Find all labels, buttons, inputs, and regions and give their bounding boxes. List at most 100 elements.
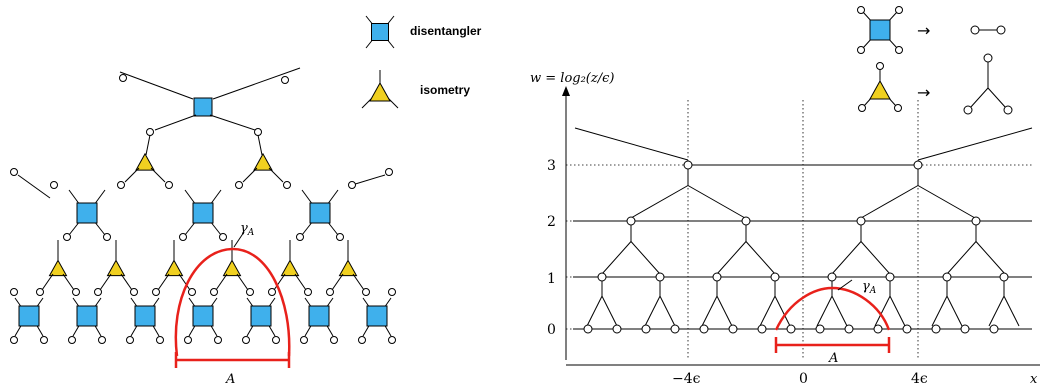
wire xyxy=(150,167,166,183)
left-geodesic-gamma xyxy=(174,247,291,357)
legend xyxy=(361,15,399,109)
right-geodesic-gamma xyxy=(774,286,891,331)
isometry-l2-a xyxy=(135,152,155,171)
left-interval-label: A xyxy=(225,372,235,387)
wire xyxy=(215,273,228,291)
node-l1 xyxy=(999,272,1009,282)
dot xyxy=(895,6,903,14)
disentangler-l0-0 xyxy=(18,305,40,327)
tree-wire xyxy=(601,241,632,275)
isometry-l2-b xyxy=(253,152,273,171)
wire xyxy=(331,273,344,291)
wire xyxy=(257,134,263,156)
y-axis-arrow xyxy=(562,86,570,96)
tree-wire xyxy=(946,295,963,327)
node-l0 xyxy=(670,324,680,334)
dot xyxy=(214,336,222,344)
tree-wire xyxy=(630,185,689,219)
node-l0 xyxy=(960,324,970,334)
dot xyxy=(996,25,1006,35)
disentangler-l2-1 xyxy=(192,202,214,224)
node-l2 xyxy=(971,216,981,226)
wire xyxy=(120,273,133,291)
disentangler-l2-0 xyxy=(76,202,98,224)
isometry-l1-5 xyxy=(338,259,358,277)
tree-wire xyxy=(659,295,676,327)
isometry-l1-3 xyxy=(222,259,242,277)
tree-wire xyxy=(774,295,791,327)
top-diagonal-right xyxy=(917,127,1033,161)
tree-wire xyxy=(630,241,661,275)
tree-wire xyxy=(874,295,891,327)
node-l3 xyxy=(683,160,693,170)
dot xyxy=(246,288,254,296)
node-l0 xyxy=(612,324,622,334)
node-l1 xyxy=(655,272,665,282)
dot xyxy=(970,25,980,35)
geometry-panel xyxy=(562,6,1040,366)
left-geodesic-group xyxy=(174,231,291,368)
disentangler-l0-4 xyxy=(250,305,272,327)
legend-wire xyxy=(987,87,1007,109)
dot xyxy=(188,288,196,296)
dot xyxy=(1003,105,1013,115)
right-interval-label: A xyxy=(828,351,838,366)
disentangler-l0-2 xyxy=(134,305,156,327)
node-l2 xyxy=(626,216,636,226)
dot xyxy=(210,288,218,296)
dot xyxy=(130,288,138,296)
tree xyxy=(583,160,1020,334)
wire xyxy=(209,114,256,131)
dot xyxy=(10,288,18,296)
top-dot-right xyxy=(281,76,289,84)
level-0 xyxy=(10,288,396,344)
disentangler-l0-3 xyxy=(192,305,214,327)
dot xyxy=(117,181,125,189)
disentangler-l0-1 xyxy=(76,305,98,327)
level-1 xyxy=(36,240,370,296)
wire xyxy=(236,273,249,291)
wire xyxy=(41,273,54,291)
legend-arrow-2: → xyxy=(917,83,930,102)
wire xyxy=(157,273,170,291)
disentangler-l0-6 xyxy=(366,305,388,327)
tree-wire xyxy=(586,295,603,327)
top-diagonal-left xyxy=(574,127,689,161)
tree-wire xyxy=(860,185,919,219)
dot xyxy=(126,336,134,344)
dot xyxy=(50,181,58,189)
node-l1 xyxy=(885,272,895,282)
y-tick-2: 2 xyxy=(547,214,556,230)
tree-wire xyxy=(716,295,733,327)
tree-wire xyxy=(644,295,661,327)
wire xyxy=(99,273,112,291)
y-tick-1: 1 xyxy=(547,271,556,287)
node-l0 xyxy=(989,324,999,334)
level-2 xyxy=(10,167,393,241)
wire xyxy=(145,134,151,156)
tree-wire xyxy=(988,295,1005,327)
node-l0 xyxy=(873,324,883,334)
legend-wire xyxy=(969,87,989,109)
dot xyxy=(272,336,280,344)
dot xyxy=(268,288,276,296)
dot xyxy=(10,336,18,344)
node-l1 xyxy=(712,272,722,282)
dot xyxy=(254,128,262,136)
text-layer: disentangler isometry γA A w = log₂(z/ϵ)… xyxy=(225,21,1038,387)
dot xyxy=(98,336,106,344)
legend-arrow-1: → xyxy=(917,21,930,40)
disentangler-l0-5 xyxy=(308,305,330,327)
wire xyxy=(242,167,258,183)
node-l0 xyxy=(757,324,767,334)
tree-wire xyxy=(831,295,848,327)
wire xyxy=(62,273,75,291)
y-tick-3: 3 xyxy=(547,158,556,174)
dot xyxy=(94,288,102,296)
isometry-l1-4 xyxy=(280,259,300,277)
dot xyxy=(983,53,993,63)
wire xyxy=(154,114,197,131)
tree-wire xyxy=(1003,295,1020,327)
node-l0 xyxy=(583,324,593,334)
